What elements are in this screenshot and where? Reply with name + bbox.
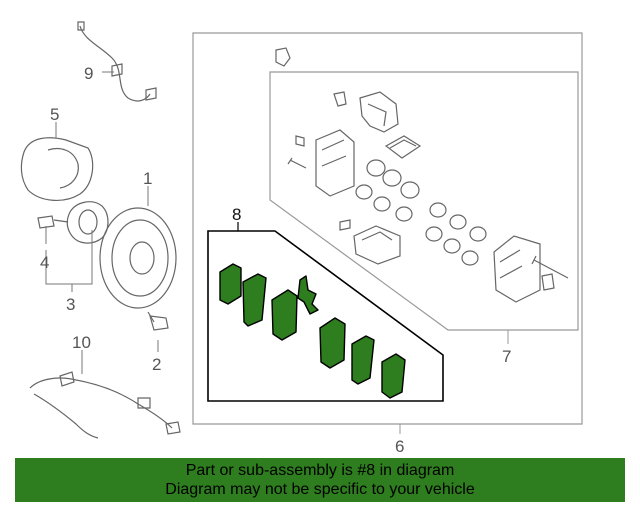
brake-pad-inner-right — [381, 353, 406, 399]
pad-kit-8-outline[interactable] — [207, 230, 444, 402]
brake-pad-inner-left — [271, 289, 298, 341]
callout-4: 4 — [40, 253, 49, 272]
brake-pads[interactable] — [219, 263, 406, 399]
brake-pad-outer-right — [319, 317, 346, 369]
caliper-parts — [275, 47, 569, 303]
callout-6: 6 — [395, 437, 404, 456]
banner-line-2: Diagram may not be specific to your vehi… — [165, 481, 475, 498]
leaders-left — [45, 71, 159, 374]
callout-8: 8 — [232, 205, 241, 224]
hub-rotor-parts — [20, 21, 181, 439]
callout-7: 7 — [502, 347, 511, 366]
info-banner: Part or sub-assembly is #8 in diagram Di… — [15, 458, 625, 502]
banner-line-1: Part or sub-assembly is #8 in diagram — [185, 462, 455, 479]
callout-5: 5 — [50, 105, 59, 124]
callout-2: 2 — [152, 355, 161, 374]
brake-pad-outer-left — [219, 263, 242, 305]
assembly-6-outline — [192, 32, 583, 425]
callout-3: 3 — [66, 295, 75, 314]
pad-clip — [297, 275, 319, 315]
callout-10: 10 — [72, 333, 91, 352]
brake-pad-shim-right — [351, 335, 375, 385]
brake-pad-shim-left — [242, 273, 267, 327]
callout-9: 9 — [84, 64, 93, 83]
callout-1: 1 — [143, 169, 152, 188]
assembly-7-outline — [269, 71, 579, 331]
